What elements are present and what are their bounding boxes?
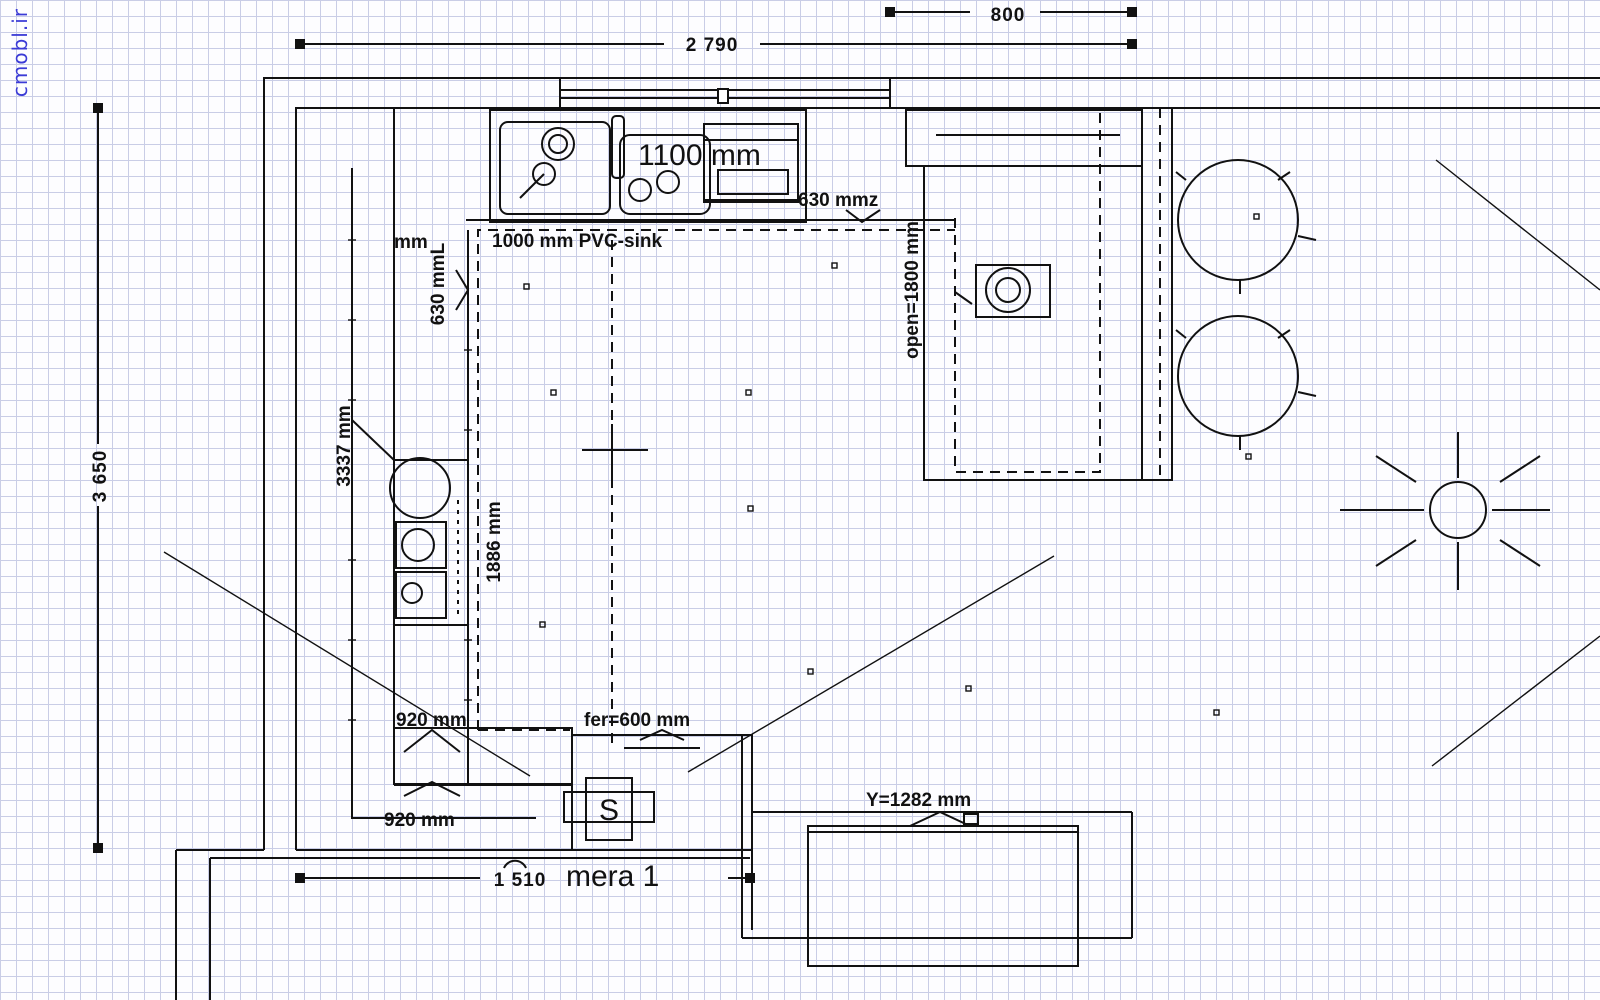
camera-view-lines — [163, 159, 1600, 777]
grid-markers — [523, 213, 1260, 716]
scale-ticks — [348, 239, 472, 721]
fridge[interactable] — [393, 727, 753, 851]
dim-top-small: 800 — [991, 5, 1026, 26]
dim-cabinet-run: 3337 mm — [334, 405, 355, 486]
right-cabinet[interactable] — [905, 108, 1173, 481]
camera-marker[interactable] — [503, 859, 527, 869]
walls — [175, 77, 1600, 1000]
sink-cabinet[interactable] — [489, 109, 807, 223]
ceiling-light[interactable] — [1340, 432, 1550, 590]
label-y-1282: Y=1282 mm — [866, 790, 971, 811]
label-fer-600: fer=600 mm — [584, 710, 690, 731]
s-symbol[interactable] — [563, 777, 655, 841]
label-depth-630l: 630 mmL — [428, 242, 449, 325]
label-mm-fragment: mm — [394, 232, 428, 253]
label-fridge-920-top: 920 mm — [396, 710, 467, 731]
cooktop[interactable] — [389, 457, 459, 620]
counter-outline-dashed — [477, 108, 1101, 750]
dimension-ticks — [93, 7, 1137, 883]
label-sink-caption: 1000 mm PVC-sink — [492, 231, 662, 252]
label-camera: mera 1 — [566, 860, 659, 893]
plan-labels: 800 2 790 3 650 1 510 3337 mm 1886 mm 11… — [90, 5, 1026, 893]
label-depth-630z: 630 mmz — [798, 190, 878, 211]
dimension-lines — [97, 11, 1132, 879]
label-fridge-920-bottom: 920 mm — [384, 810, 455, 831]
bar-stools[interactable] — [1175, 159, 1317, 450]
label-sink-width: 1100 mm — [638, 139, 761, 172]
appliance-bottom[interactable] — [807, 813, 1079, 967]
dim-base-depth: 1886 mm — [484, 501, 505, 582]
dim-left-height: 3 650 — [90, 450, 111, 503]
dim-top-width: 2 790 — [686, 35, 739, 56]
dim-bottom-width: 1 510 — [494, 870, 547, 891]
window[interactable] — [559, 77, 891, 109]
label-s-symbol: S — [599, 794, 619, 827]
label-opening: open=1800 mm — [902, 221, 923, 359]
